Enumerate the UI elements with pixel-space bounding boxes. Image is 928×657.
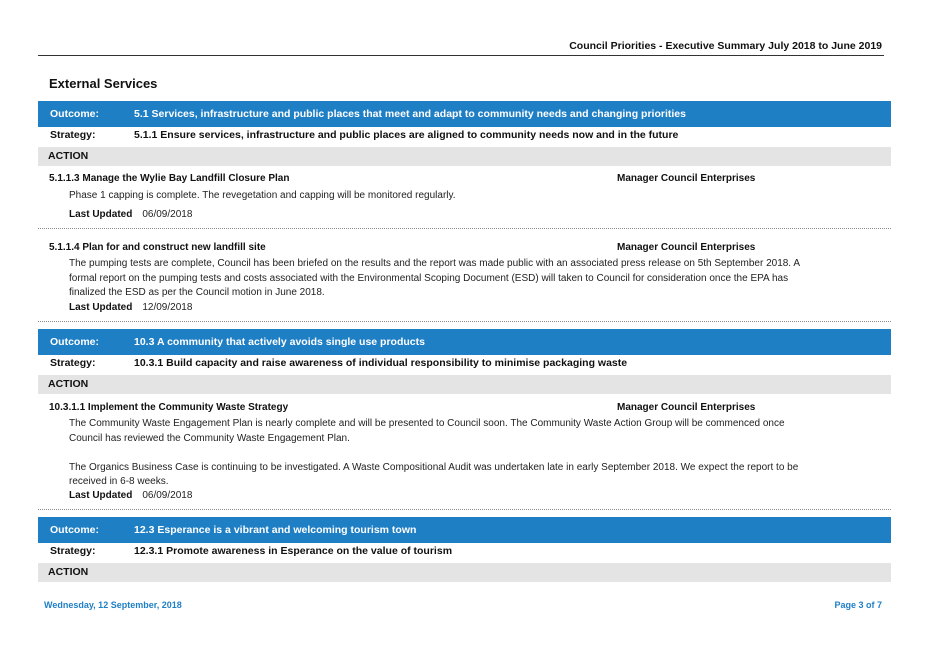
strategy-label: Strategy: (50, 545, 96, 557)
strategy-row: Strategy: 10.3.1 Build capacity and rais… (38, 353, 891, 373)
last-updated-date: 06/09/2018 (142, 490, 193, 501)
outcome-label: Outcome: (50, 108, 100, 120)
action-item-title: 5.1.1.4 Plan for and construct new landf… (49, 242, 266, 253)
strategy-label: Strategy: (50, 129, 96, 141)
outcome-text: 12.3 Esperance is a vibrant and welcomin… (134, 524, 417, 536)
last-updated: Last Updated 06/09/2018 (69, 490, 192, 501)
strategy-text: 5.1.1 Ensure services, infrastructure an… (134, 129, 679, 141)
action-item-body: Phase 1 capping is complete. The reveget… (69, 189, 809, 204)
action-item-paragraph: The pumping tests are complete, Council … (69, 258, 800, 299)
action-item-owner: Manager Council Enterprises (617, 242, 756, 253)
last-updated-label: Last Updated (69, 302, 133, 313)
action-item-title: 10.3.1.1 Implement the Community Waste S… (49, 402, 289, 413)
outcome-bar: Outcome: 5.1 Services, infrastructure an… (38, 101, 891, 127)
last-updated: Last Updated 12/09/2018 (69, 302, 192, 313)
action-header: ACTION (38, 563, 891, 582)
action-item-body: The Community Waste Engagement Plan is n… (69, 417, 809, 490)
action-label: ACTION (48, 566, 89, 578)
action-item-paragraph: Phase 1 capping is complete. The reveget… (69, 190, 456, 201)
outcome-label: Outcome: (50, 336, 100, 348)
header-divider (38, 55, 884, 56)
outcome-bar: Outcome: 12.3 Esperance is a vibrant and… (38, 517, 891, 543)
last-updated-label: Last Updated (69, 490, 133, 501)
outcome-bar: Outcome: 10.3 A community that actively … (38, 329, 891, 355)
action-item-paragraph: The Organics Business Case is continuing… (69, 461, 799, 488)
action-header: ACTION (38, 147, 891, 166)
strategy-row: Strategy: 12.3.1 Promote awareness in Es… (38, 541, 891, 561)
footer-page-number: Page 3 of 7 (834, 600, 882, 610)
action-header: ACTION (38, 375, 891, 394)
item-divider (38, 321, 891, 322)
action-label: ACTION (48, 150, 89, 162)
strategy-text: 12.3.1 Promote awareness in Esperance on… (134, 545, 453, 557)
section-title: External Services (49, 76, 158, 91)
last-updated-date: 06/09/2018 (142, 209, 193, 220)
outcome-label: Outcome: (50, 524, 100, 536)
action-item-owner: Manager Council Enterprises (617, 173, 756, 184)
item-divider (38, 509, 891, 510)
strategy-label: Strategy: (50, 357, 96, 369)
report-header-title: Council Priorities - Executive Summary J… (569, 40, 882, 52)
outcome-text: 10.3 A community that actively avoids si… (134, 336, 425, 348)
footer-date: Wednesday, 12 September, 2018 (44, 600, 182, 610)
item-divider (38, 228, 891, 229)
action-item-title: 5.1.1.3 Manage the Wylie Bay Landfill Cl… (49, 173, 290, 184)
last-updated: Last Updated 06/09/2018 (69, 209, 192, 220)
last-updated-date: 12/09/2018 (142, 302, 193, 313)
action-item-body: The pumping tests are complete, Council … (69, 257, 809, 301)
outcome-text: 5.1 Services, infrastructure and public … (134, 108, 686, 120)
strategy-row: Strategy: 5.1.1 Ensure services, infrast… (38, 125, 891, 145)
action-label: ACTION (48, 378, 89, 390)
strategy-text: 10.3.1 Build capacity and raise awarenes… (134, 357, 628, 369)
last-updated-label: Last Updated (69, 209, 133, 220)
action-item-paragraph: The Community Waste Engagement Plan is n… (69, 418, 785, 444)
action-item-owner: Manager Council Enterprises (617, 402, 756, 413)
